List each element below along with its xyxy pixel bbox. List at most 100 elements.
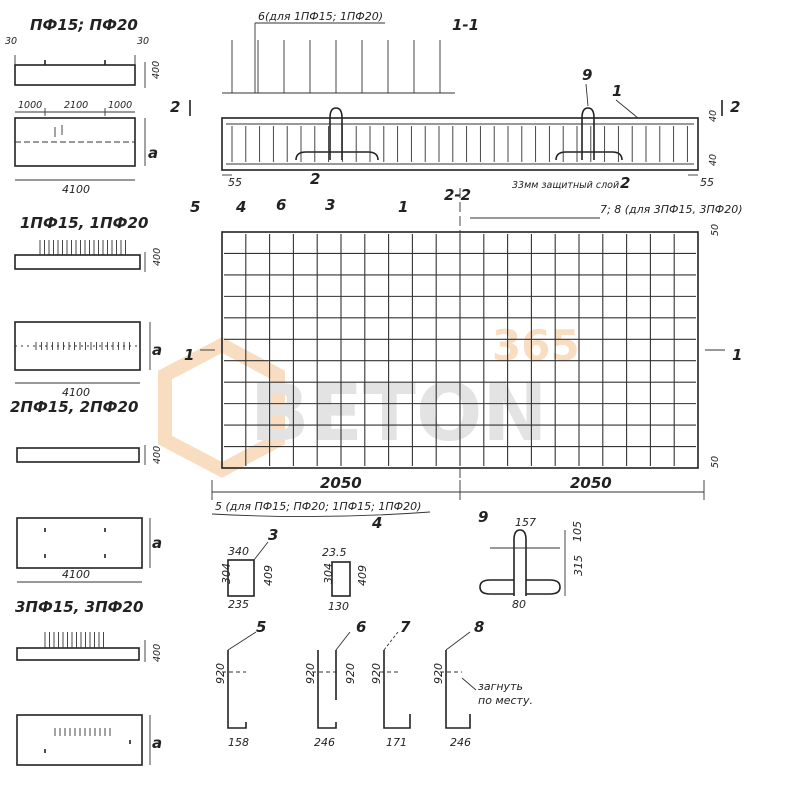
bar-5-width: 158: [228, 736, 249, 749]
section-cut-mark-right: 2: [730, 98, 740, 116]
detail-9-mark: 9: [478, 508, 488, 526]
bar-5: 5 920 158: [214, 618, 266, 749]
section-title: 1-1: [452, 16, 479, 34]
detail-3-bottom: 235: [228, 598, 249, 611]
plan-note-7-8: 7; 8 (для 3ПФ15, 3ПФ20): [600, 203, 743, 216]
bar-6-height: 920: [304, 663, 317, 684]
bar-8-note-2: по месту.: [478, 694, 533, 707]
bar-7: 7 920 171: [370, 618, 411, 749]
bar-7-height: 920: [370, 663, 383, 684]
pf1-plan-ticks: [35, 342, 130, 350]
dim-50-bottom: 50: [710, 456, 721, 468]
bar-5-height: 920: [214, 663, 227, 684]
bar-7-width: 171: [386, 736, 407, 749]
dim-1000-a: 1000: [18, 100, 42, 111]
section-bar-verticals: [231, 40, 441, 93]
bar-6: 6 920 920 246: [304, 618, 366, 749]
section-1-1-view: [221, 107, 699, 176]
detail-3: 3 340 304 409 235: [220, 526, 278, 611]
pf3-bars: [44, 632, 104, 648]
dim-4100-c: 4100: [62, 568, 90, 581]
plan-mark-5: 5: [190, 198, 200, 216]
detail-3-left: 304: [220, 563, 233, 584]
detail-x: 23.5 304 409 130: [322, 546, 369, 613]
pf1-bars: [39, 240, 126, 255]
section-mark-1: 1: [612, 82, 622, 100]
plan-cut-2-2: 2-2: [444, 186, 471, 204]
watermark-brand: BETON: [250, 369, 548, 459]
section-stirrups: [231, 126, 688, 162]
dim-55-left: 55: [228, 176, 242, 189]
dim-400-c: 400: [152, 446, 163, 464]
dim-30-right: 30: [137, 36, 149, 47]
bar-8-mark: 8: [474, 618, 484, 636]
bar-8: 8 920 246 загнуть по месту.: [432, 618, 533, 749]
plan-bottom-note: 5 (для ПФ15; ПФ20; 1ПФ15; 1ПФ20): [215, 500, 421, 513]
bar-8-height: 920: [432, 663, 445, 684]
dim-40-bottom: 40: [708, 154, 719, 166]
dim-2100: 2100: [64, 100, 88, 111]
plan-mark-4-bottom: 4: [371, 514, 382, 532]
pf1-side-view: [14, 252, 146, 272]
dim-a-4: a: [152, 734, 162, 752]
title-pf: ПФ15; ПФ20: [30, 16, 138, 34]
dim-400-d: 400: [152, 644, 163, 662]
detail-x-bottom: 130: [328, 600, 349, 613]
dim-40-top: 40: [708, 110, 719, 122]
dim-a-3: a: [152, 534, 162, 552]
plan-mark-1: 1: [398, 198, 408, 216]
dim-4100-a: 4100: [62, 183, 90, 196]
dim-2050-right: 2050: [570, 474, 612, 492]
pf3-plan-view: [16, 714, 151, 766]
title-pf1: 1ПФ15, 1ПФ20: [20, 214, 148, 232]
section-mark-2b: 2: [620, 174, 630, 192]
plan-mark-6: 6: [276, 196, 286, 214]
title-pf2: 2ПФ15, 2ПФ20: [10, 398, 138, 416]
pf-plan-view: [14, 108, 146, 181]
pf3-plan-ticks: [54, 728, 111, 736]
dim-1000-b: 1000: [108, 100, 132, 111]
detail-9: 9 157 105 315 80: [478, 508, 585, 611]
pf-side-view: [14, 55, 146, 88]
section-note-6: 6(для 1ПФ15; 1ПФ20): [258, 10, 383, 23]
plan-mark-4: 4: [235, 198, 246, 216]
watermark: BETON 365: [158, 321, 580, 478]
detail-x-left: 304: [322, 563, 335, 584]
pf1-plan-view: [14, 321, 151, 384]
detail-9-top: 157: [515, 516, 536, 529]
pf2-side-view: [16, 445, 146, 465]
plan-labels: 5 4 6 3 1 2-2 7; 8 (для 3ПФ15, 3ПФ20): [190, 186, 743, 216]
section-cover-note: 33мм защитный слой: [512, 180, 619, 191]
bar-6-mark: 6: [356, 618, 366, 636]
dim-50-top: 50: [710, 224, 721, 236]
dim-a-1: a: [148, 144, 158, 162]
detail-9-bottom: 80: [512, 598, 526, 611]
section-cut-mark-left: 2: [170, 98, 180, 116]
section-mark-2a: 2: [310, 170, 320, 188]
watermark-number: 365: [492, 321, 580, 370]
plan-mark-3: 3: [325, 196, 335, 214]
bar-8-width: 246: [450, 736, 471, 749]
dim-400-b: 400: [152, 248, 163, 266]
detail-3-top: 340: [228, 545, 249, 558]
detail-x-right: 409: [356, 565, 369, 586]
dim-55-right: 55: [700, 176, 714, 189]
detail-3-right: 409: [262, 565, 275, 586]
title-pf3: 3ПФ15, 3ПФ20: [15, 598, 143, 616]
dim-30-left: 30: [5, 36, 17, 47]
detail-9-r2: 315: [572, 555, 585, 576]
dim-2050-left: 2050: [320, 474, 362, 492]
bar-6-width: 246: [314, 736, 335, 749]
pf2-plan-view: [16, 517, 151, 583]
detail-9-r1: 105: [571, 521, 584, 542]
bar-5-mark: 5: [256, 618, 266, 636]
detail-x-top: 23.5: [322, 546, 347, 559]
dim-4100-b: 4100: [62, 386, 90, 399]
plan-cut-1-right: 1: [732, 346, 742, 364]
bar-6-height-2: 920: [344, 663, 357, 684]
detail-3-mark: 3: [268, 526, 278, 544]
section-mark-9: 9: [582, 66, 592, 84]
pf3-side-view: [16, 640, 146, 662]
bar-7-mark: 7: [400, 618, 411, 636]
